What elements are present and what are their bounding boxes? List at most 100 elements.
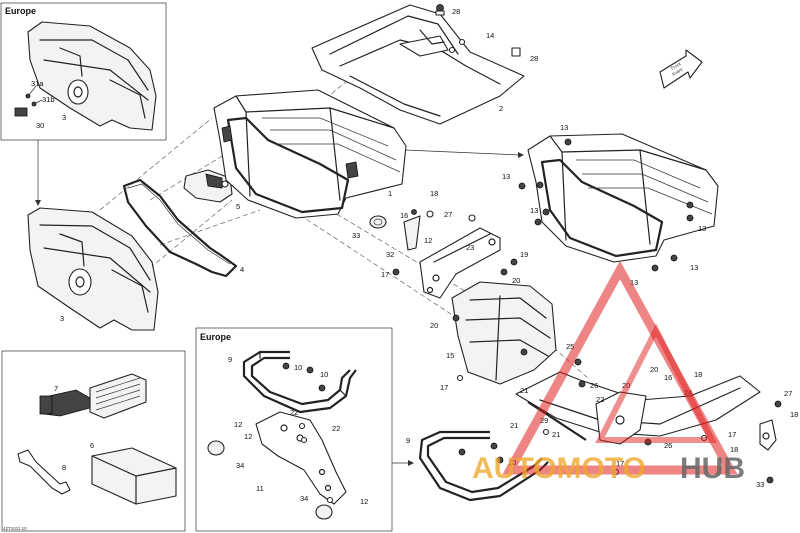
callout-label: 18 (694, 370, 702, 379)
doc-code: 42T1011 10 (3, 526, 27, 531)
callout-label: 12 (360, 497, 368, 506)
callout-label: 11 (256, 484, 264, 493)
front-cover (27, 207, 159, 331)
callout-label: 13 (698, 224, 706, 233)
callout-label: 26 (664, 441, 672, 450)
inset-header-bottom-middle: Europe (200, 332, 231, 342)
reflector-34b (315, 504, 333, 520)
lid (311, 4, 525, 125)
callout-label: 12 (424, 236, 432, 245)
side-panel (451, 281, 557, 385)
callout-label: 9 (228, 355, 232, 364)
callout-label: 20 (512, 276, 520, 285)
callout-label: 17 (616, 459, 624, 468)
callout-label: 10 (320, 370, 328, 379)
callout-label: 12 (244, 432, 252, 441)
callout-label: 28 (530, 54, 538, 63)
callout-label: 13 (530, 206, 538, 215)
callout-label: 23 (466, 243, 474, 252)
callout-label: 14 (486, 31, 494, 40)
callout-label: 21 (552, 430, 560, 439)
rack-tube-europe (242, 350, 357, 414)
callout-label: 17 (381, 270, 389, 279)
callout-label: 15 (446, 351, 454, 360)
inset-frame-bottom-middle (195, 327, 393, 532)
front-direction-arrow: Front Avant (659, 49, 703, 89)
callout-label: 22 (290, 408, 298, 417)
callout-label: 17 (440, 383, 448, 392)
reflector-34a (207, 440, 225, 456)
callout-label: 22 (332, 424, 340, 433)
clip-32 (403, 215, 421, 251)
callout-label: 3 (60, 314, 64, 323)
dashed-assembly-lines (35, 69, 591, 466)
latch (183, 169, 233, 203)
callout-label: 26 (590, 381, 598, 390)
callout-label: 34 (300, 494, 308, 503)
callout-label: 21 (520, 386, 528, 395)
callout-label: 1 (388, 189, 392, 198)
callout-label: 30 (36, 121, 44, 130)
callout-label: 27 (784, 389, 792, 398)
callout-labels: 28 14 28 2 31a 31b 3 30 1 5 4 3 18 16 27… (31, 7, 798, 506)
callout-label: 33 (352, 231, 360, 240)
callout-label: 28 (452, 7, 460, 16)
callout-label: 22 (596, 395, 604, 404)
callout-label: 12 (234, 420, 242, 429)
callout-label: 8 (62, 463, 66, 472)
callout-label: 32 (386, 250, 394, 259)
seal-gasket (122, 178, 238, 278)
callout-label: 13 (690, 263, 698, 272)
callout-label: 2 (499, 104, 503, 113)
watermark-logo: AUTOMOTO HUB (472, 260, 745, 485)
callout-label: 34 (236, 461, 244, 470)
callout-label: 27 (444, 210, 452, 219)
arrow-text-front: Front (670, 61, 682, 71)
inset-header-top-left: Europe (5, 6, 36, 16)
callout-label: 4 (240, 265, 244, 274)
callout-label: 18 (430, 189, 438, 198)
inset-frame-top-left (0, 2, 167, 141)
rod-21 (527, 401, 587, 441)
tool-kit-frame (1, 350, 186, 532)
storage-bin-alt (527, 133, 719, 272)
front-cover-europe (14, 21, 157, 131)
callout-label: 19 (520, 250, 528, 259)
callout-label: 13 (502, 172, 510, 181)
watermark-text-a: AUTOMOTO (472, 452, 646, 485)
strap-tool (39, 373, 147, 419)
callout-label: 31a (31, 79, 44, 88)
callout-label: 13 (630, 278, 638, 287)
callout-label: 6 (90, 441, 94, 450)
callout-label: 20 (430, 321, 438, 330)
callout-label: 3 (62, 113, 66, 122)
hardware-fasteners (282, 4, 782, 504)
callout-label: 33 (756, 480, 764, 489)
watermark-text-b: HUB (680, 452, 745, 485)
callout-label: 18 (730, 445, 738, 454)
callout-label: 31b (42, 95, 55, 104)
callout-label: 13 (560, 123, 568, 132)
callout-label: 10 (294, 363, 302, 372)
callout-label: 16 (400, 211, 408, 220)
callout-label: 21 (510, 421, 518, 430)
tool-pouch (91, 447, 177, 505)
storage-bin (213, 89, 407, 219)
cap-33 (369, 215, 387, 229)
callout-label: 29 (540, 416, 548, 425)
bracket-icon (14, 107, 28, 117)
callout-label: 7 (54, 384, 58, 393)
callout-label: 18 (790, 410, 798, 419)
support-bracket (419, 227, 501, 299)
callout-label: 9 (406, 436, 410, 445)
callout-label: 5 (236, 202, 240, 211)
mount-plate-11 (255, 411, 347, 505)
callout-label: 17 (728, 430, 736, 439)
callout-label: 16 (664, 373, 672, 382)
callout-label: 20 (650, 365, 658, 374)
wrench-icon (17, 449, 71, 495)
arrow-text-avant: Avant (671, 66, 684, 76)
callout-label: 25 (566, 342, 574, 351)
